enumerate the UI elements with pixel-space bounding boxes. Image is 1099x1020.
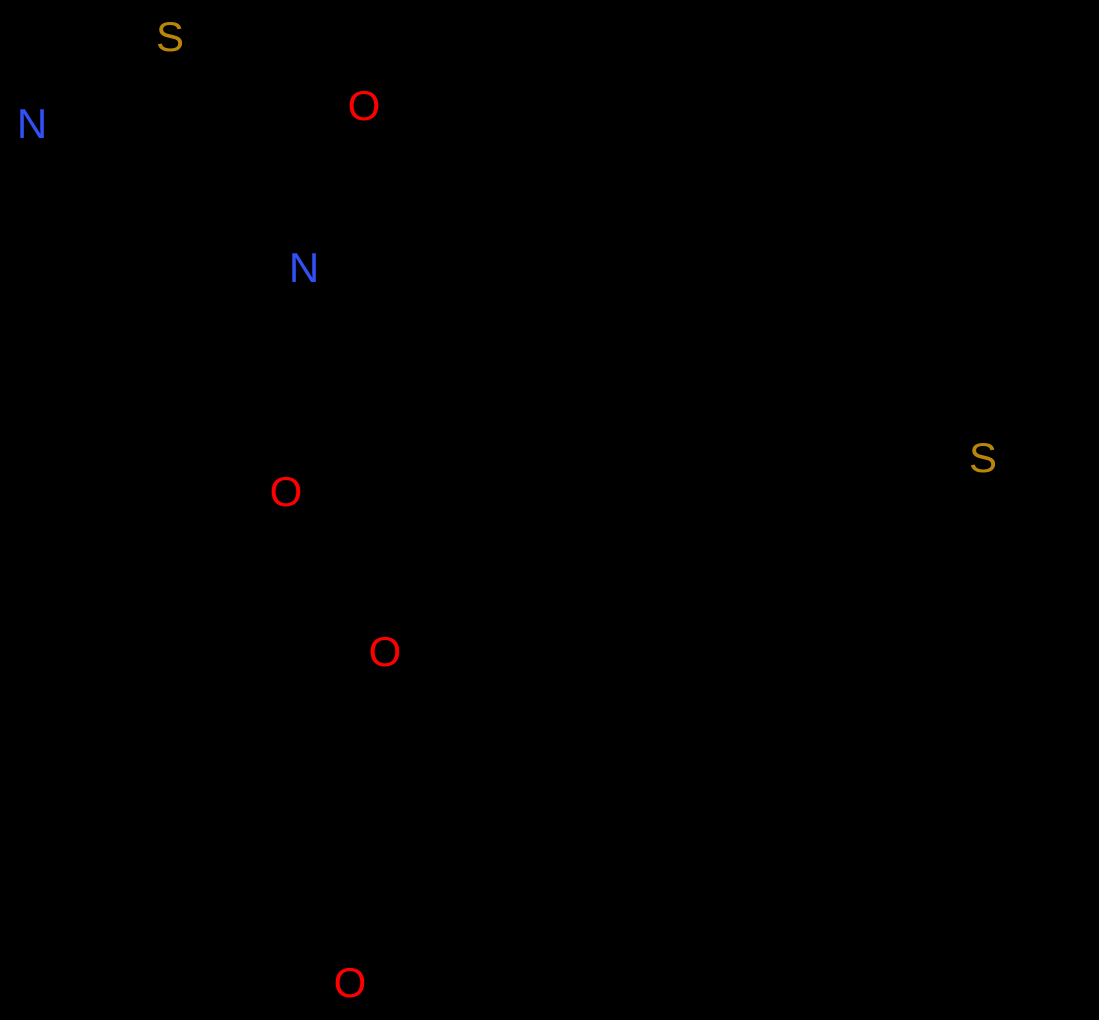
bond-b23-line1 (801, 571, 906, 706)
bond-b18-line2 (695, 122, 830, 187)
atom-label-nitrogen-n2: N (288, 244, 320, 291)
bond-b25-line2 (594, 814, 699, 899)
atom-label-sulfur-s2: S (968, 434, 998, 481)
bond-b5 (268, 58, 340, 114)
bond-b26 (328, 288, 422, 332)
atom-label-oxygen-o3: O (368, 628, 402, 675)
bond-b25-line1 (601, 821, 706, 906)
bond-b20 (918, 298, 962, 432)
bond-b1 (146, 62, 172, 132)
bond-b10 (308, 468, 362, 562)
bond-b16-line1 (470, 103, 565, 158)
bond-b13 (350, 778, 362, 892)
bond-b22 (898, 484, 962, 572)
bond-b17 (558, 118, 702, 162)
bond-b4 (194, 32, 272, 62)
bond-b16-line2 (465, 112, 560, 167)
bond-b7 (328, 210, 366, 252)
bond-b9 (308, 368, 350, 472)
bond-b11 (358, 558, 382, 626)
atom-label-oxygen-o1: O (347, 82, 381, 129)
bond-b24 (698, 698, 802, 822)
bond-b18-line1 (700, 113, 835, 178)
bond-b21 (1004, 418, 1082, 452)
bond-b15 (388, 108, 472, 114)
bond-b2 (60, 126, 150, 132)
atom-label-oxygen-o2: O (269, 468, 303, 515)
bond-b8 (328, 288, 350, 372)
atom-label-nitrogen-n1: N (16, 100, 48, 147)
bond-b12 (358, 678, 387, 782)
bond-group (60, 32, 1082, 958)
bond-b23-line2 (794, 564, 899, 699)
bond-b14 (348, 888, 354, 958)
bond-b19 (828, 178, 922, 302)
atom-label-oxygen-o4: O (333, 959, 367, 1006)
atom-label-sulfur-s1: S (155, 13, 185, 60)
